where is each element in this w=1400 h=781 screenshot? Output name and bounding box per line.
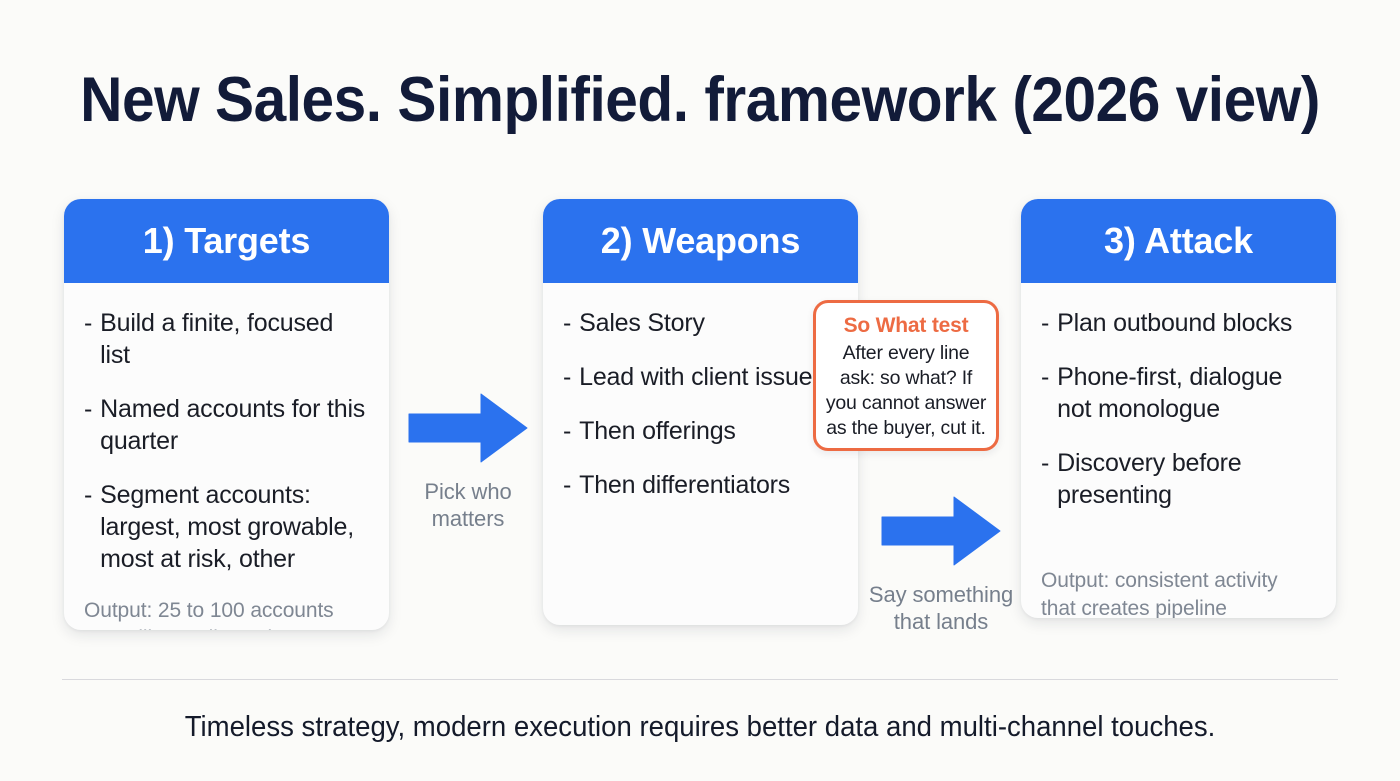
card-output-attack: Output: consistent activity that creates… [1041,569,1278,618]
list-item: - Then offerings [563,415,838,447]
list-item-label: Then differentiators [579,471,791,499]
flow-arrow-1: Pick who matters [393,392,543,532]
list-item-label: Then offerings [579,417,736,445]
bullet-dash-icon: - [84,395,93,423]
list-item: - Segment accounts: largest, most growab… [84,479,369,575]
flow-arrow-2-label: Say something that lands [868,582,1014,634]
card-header-weapons: 2) Weapons [543,199,858,283]
card-header-targets: 1) Targets [64,199,389,283]
card-attack: 3) Attack - Plan outbound blocks - Phone… [1021,199,1336,618]
bullet-dash-icon: - [563,471,572,499]
list-item-label: Segment accounts: largest, most growable… [100,481,354,573]
card-body-weapons: - Sales Story - Lead with client issues … [543,283,858,501]
bullet-dash-icon: - [1041,449,1050,477]
bullet-dash-icon: - [84,481,93,509]
callout-so-what-test: So What test After every line ask: so wh… [813,300,999,451]
bullet-dash-icon: - [1041,309,1050,337]
list-item: - Sales Story [563,307,838,339]
list-item: - Lead with client issues [563,361,838,393]
flow-arrow-2: Say something that lands [866,495,1016,635]
bullet-dash-icon: - [1041,363,1050,391]
list-item-label: Build a finite, focused list [100,309,334,369]
list-item-label: Sales Story [579,309,705,337]
bullet-dash-icon: - [563,309,572,337]
list-item: - Phone-first, dialogue not monologue [1041,361,1316,425]
list-item-label: Named accounts for this quarter [100,395,366,455]
bullet-dash-icon: - [563,363,572,391]
list-item-label: Phone-first, dialogue not monologue [1057,363,1283,423]
list-item: - Then differentiators [563,469,838,501]
footer-caption: Timeless strategy, modern execution requ… [184,711,1216,743]
card-header-attack: 3) Attack [1021,199,1336,283]
card-targets: 1) Targets - Build a finite, focused lis… [64,199,389,630]
card-body-attack: - Plan outbound blocks - Phone-first, di… [1021,283,1336,618]
card-output-targets: Output: 25 to 100 accounts you will actu… [84,599,334,630]
bullet-dash-icon: - [563,417,572,445]
list-item: - Discovery before presenting [1041,447,1316,511]
list-item: - Plan outbound blocks [1041,307,1316,339]
list-item-label: Lead with client issues [579,363,825,391]
list-item: - Build a finite, focused list [84,307,369,371]
footer-divider [62,679,1338,680]
callout-title: So What test [843,314,969,337]
page-title: New Sales. Simplified. framework (2026 v… [80,65,1320,135]
callout-body: After every line ask: so what? If you ca… [825,342,987,439]
flow-arrow-1-label: Pick who matters [424,479,512,531]
card-weapons: 2) Weapons - Sales Story - Lead with cli… [543,199,858,625]
arrow-right-icon [408,393,528,463]
arrow-right-icon [881,496,1001,566]
list-item: - Named accounts for this quarter [84,393,369,457]
list-item-label: Discovery before presenting [1057,449,1242,509]
list-item-label: Plan outbound blocks [1057,309,1293,337]
card-body-targets: - Build a finite, focused list - Named a… [64,283,389,630]
bullet-dash-icon: - [84,309,93,337]
